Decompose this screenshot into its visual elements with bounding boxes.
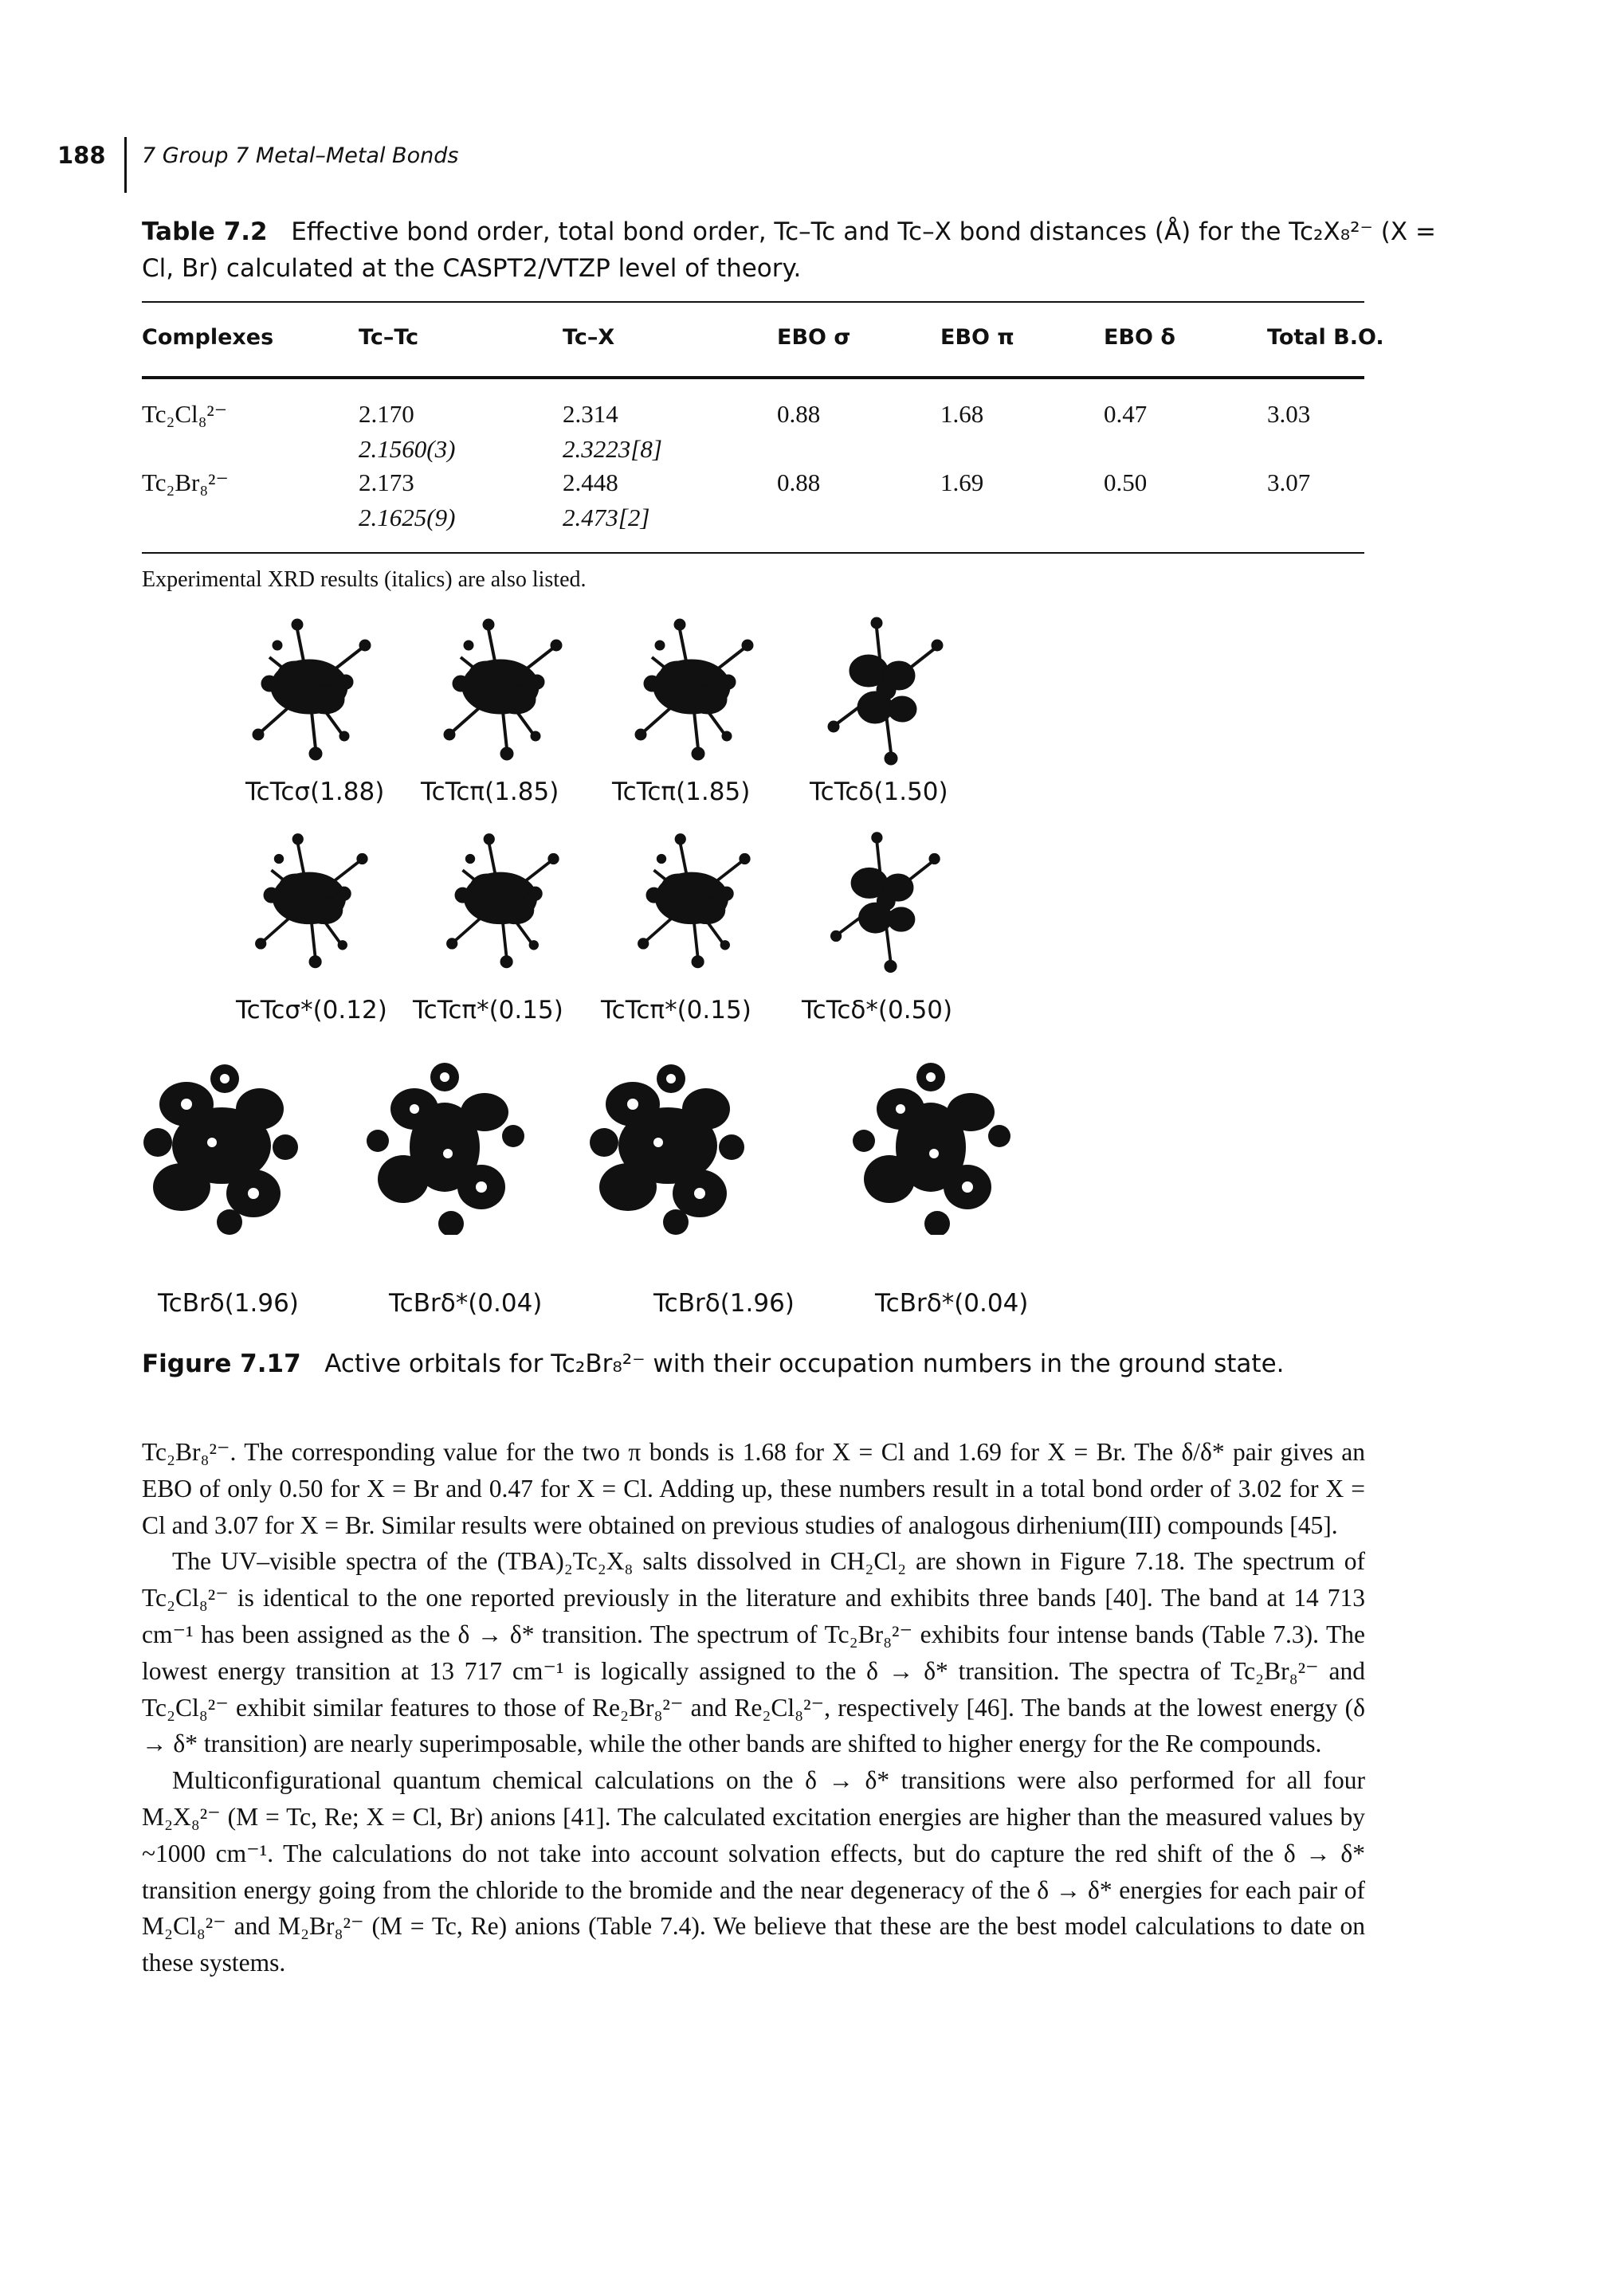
table-cell-ebo-pi: 1.69	[940, 468, 984, 496]
figure-caption: Figure 7.17 Active orbitals for Tc₂Br₈²⁻…	[142, 1350, 1457, 1378]
table-cell-ebo-sigma: 0.88	[777, 400, 821, 428]
table-cell-tcx-exp: 2.3223[8]	[563, 435, 662, 463]
body-paragraph: The UV–visible spectra of the (TBA)₂Tc₂X…	[142, 1547, 1365, 1758]
table-cell-tctc: 2.173	[359, 468, 414, 496]
table-bottom-rule	[142, 552, 1364, 554]
header-rule	[124, 137, 127, 193]
table-cell-total: 3.03	[1267, 400, 1311, 428]
table-caption: Table 7.2 Effective bond order, total bo…	[142, 214, 1457, 287]
body-paragraph: Multiconfigurational quantum chemical ca…	[142, 1766, 1365, 1977]
table-cell-complex: Tc₂Br₈²⁻	[142, 468, 229, 496]
orbital-label: TcTcπ(1.85)	[612, 778, 751, 806]
orbital-label: TcTcπ*(0.15)	[601, 996, 751, 1025]
table-caption-text: Effective bond order, total bond order, …	[142, 217, 1436, 283]
table-cell-tcx: 2.314	[563, 400, 618, 428]
table-top-rule	[142, 301, 1364, 303]
body-text: Tc₂Br₈²⁻. The corresponding value for th…	[142, 1434, 1365, 1981]
orbital-image	[253, 832, 370, 970]
col-header-ebo-delta: EBO δ	[1104, 325, 1175, 350]
orbital-label: TcTcδ*(0.50)	[802, 996, 953, 1025]
table-cell-ebo-sigma: 0.88	[777, 468, 821, 496]
orbital-label: TcTcδ(1.50)	[810, 778, 948, 806]
col-header-tctc: Tc–Tc	[359, 325, 419, 350]
orbital-label: TcBrδ(1.96)	[158, 1289, 299, 1318]
table-cell-tctc-exp: 2.1560(3)	[359, 435, 456, 463]
orbital-label: TcTcσ*(0.12)	[236, 996, 387, 1025]
page-number: 188	[57, 142, 106, 169]
orbital-image	[826, 616, 944, 766]
table-cell-tctc: 2.170	[359, 400, 414, 428]
orbital-label: TcBrδ*(0.04)	[875, 1289, 1029, 1318]
table-cell-ebo-delta: 0.47	[1104, 400, 1148, 428]
col-header-complexes: Complexes	[142, 325, 274, 350]
orbital-image	[590, 1064, 744, 1235]
orbital-label: TcBrδ*(0.04)	[389, 1289, 543, 1318]
body-paragraph: Tc₂Br₈²⁻. The corresponding value for th…	[142, 1438, 1365, 1539]
table-cell-total: 3.07	[1267, 468, 1311, 496]
figure-caption-text: Active orbitals for Tc₂Br₈²⁻ with their …	[324, 1350, 1285, 1378]
figure-label: Figure 7.17	[142, 1350, 301, 1378]
orbital-label: TcBrδ(1.96)	[653, 1289, 795, 1318]
table-cell-complex: Tc₂Cl₈²⁻	[142, 400, 228, 428]
orbital-figure: TcTcσ(1.88) TcTcπ(1.85) TcTcπ(1.85) TcTc…	[142, 613, 1210, 1338]
col-header-total-bo: Total B.O.	[1267, 325, 1384, 350]
col-header-tcx: Tc–X	[563, 325, 615, 350]
orbital-image	[251, 617, 372, 762]
orbital-image	[442, 617, 563, 762]
orbital-image	[143, 1064, 298, 1235]
col-header-ebo-pi: EBO π	[940, 325, 1014, 350]
table-cell-tctc-exp: 2.1625(9)	[359, 503, 456, 531]
orbital-image	[445, 832, 561, 970]
table-footnote: Experimental XRD results (italics) are a…	[142, 567, 587, 592]
orbital-image	[853, 1063, 1010, 1235]
table-cell-tcx: 2.448	[563, 468, 618, 496]
table-cell-tcx-exp: 2.473[2]	[563, 503, 650, 531]
orbital-image	[367, 1063, 524, 1235]
orbital-label: TcTcσ(1.88)	[245, 778, 385, 806]
orbital-label: TcTcπ*(0.15)	[413, 996, 563, 1025]
table-label: Table 7.2	[142, 217, 268, 246]
table-cell-ebo-pi: 1.68	[940, 400, 984, 428]
running-head: 7 Group 7 Metal–Metal Bonds	[142, 143, 459, 168]
orbital-image	[829, 830, 942, 974]
orbital-label: TcTcπ(1.85)	[421, 778, 559, 806]
orbital-image	[634, 617, 755, 762]
col-header-ebo-sigma: EBO σ	[777, 325, 851, 350]
orbital-image	[636, 832, 752, 970]
table-header-rule	[142, 376, 1364, 379]
table-cell-ebo-delta: 0.50	[1104, 468, 1148, 496]
